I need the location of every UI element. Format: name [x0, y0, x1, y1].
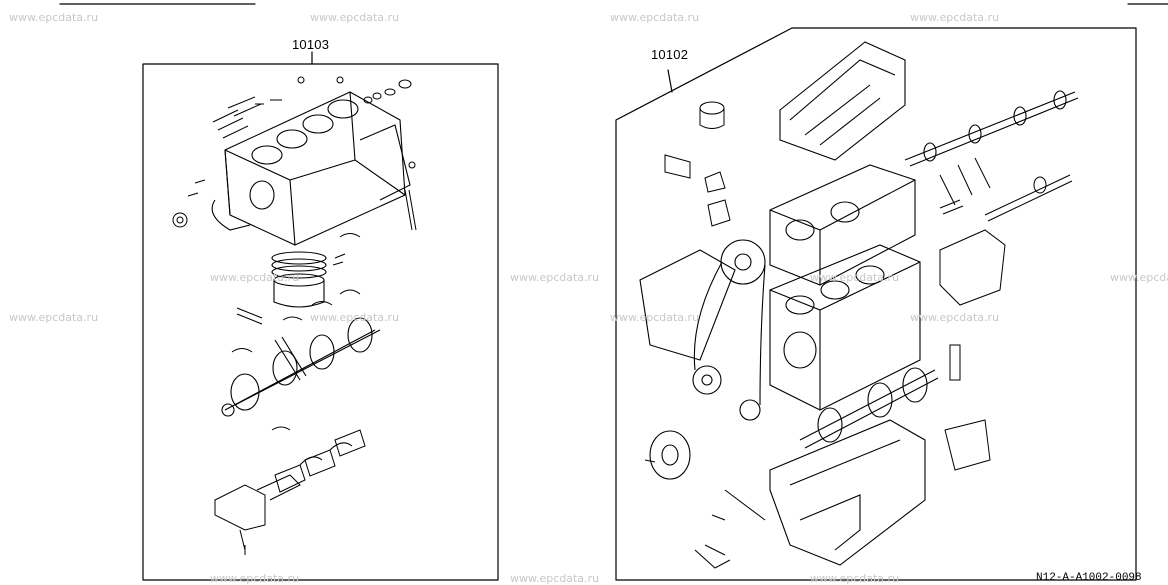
valve-cover: [779, 41, 906, 161]
engine-block: [769, 244, 921, 411]
group-frame-10103: [142, 63, 499, 581]
watermark: www.epcdata.ru: [310, 311, 400, 324]
watermark: www.epcdata.ru: [910, 11, 1000, 24]
watermark: www.epcdata.ru: [910, 311, 1000, 324]
main-bearing-caps: [214, 429, 366, 555]
part-number-10103[interactable]: 10103: [292, 37, 330, 52]
illustration-code: N12-A-A1002-0098: [1036, 572, 1142, 584]
timing-belt-and-gears: [639, 239, 766, 421]
watermark: www.epcdata.ru: [610, 11, 700, 24]
bearing-shells: [231, 233, 361, 431]
oil-pan: [769, 419, 926, 566]
watermark: www.epcdata.ru: [510, 572, 600, 585]
watermark: www.epcdata.ru: [610, 311, 700, 324]
watermark: www.epcdata.ru: [210, 572, 300, 585]
cylinder-block: [211, 91, 411, 246]
group-frame-10102: [615, 27, 1137, 581]
right-crankshaft: [799, 367, 939, 449]
watermark: www.epcdata.ru: [810, 271, 900, 284]
cylinder-head: [769, 164, 916, 286]
crankshaft: [221, 317, 381, 417]
watermark: www.epcdata.ru: [9, 11, 99, 24]
accessory-parts: [664, 101, 1006, 569]
valves-springs: [939, 157, 1073, 222]
watermark: www.epcdata.ru: [810, 572, 900, 585]
block-small-parts: [172, 76, 417, 231]
leader-10102: [667, 69, 673, 93]
watermark: www.epcdata.ru: [1110, 271, 1168, 284]
crank-pulley: [644, 430, 691, 480]
watermark: www.epcdata.ru: [310, 11, 400, 24]
part-number-10102[interactable]: 10102: [651, 47, 689, 62]
watermark: www.epcdata.ru: [510, 271, 600, 284]
watermark: www.epcdata.ru: [9, 311, 99, 324]
camshaft: [904, 90, 1079, 167]
watermark: www.epcdata.ru: [210, 271, 300, 284]
